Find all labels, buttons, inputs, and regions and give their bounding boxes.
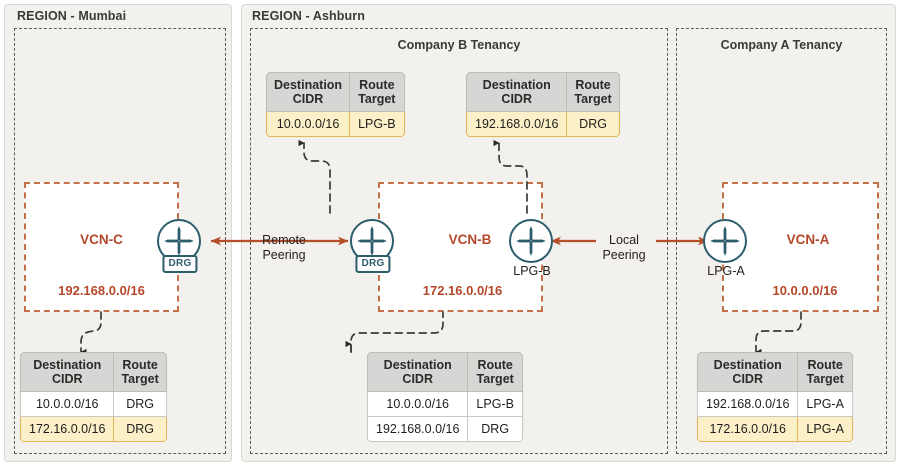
- vcn-a-box: [722, 182, 879, 312]
- drg-b-label: DRG: [355, 255, 391, 273]
- header-route-target: Route Target: [567, 72, 620, 112]
- cell-route-target: DRG: [468, 417, 523, 442]
- cell-destination-cidr: 10.0.0.0/16: [266, 112, 351, 137]
- gateway-lpg-b[interactable]: LPG-B: [509, 219, 555, 278]
- header-destination-cidr: Destination CIDR: [697, 352, 799, 392]
- gateway-drg-c[interactable]: DRG: [157, 219, 203, 273]
- cell-destination-cidr: 10.0.0.0/16: [367, 392, 469, 417]
- vcn-c-cidr: 192.168.0.0/16: [58, 283, 145, 298]
- route-table-b-top-right: Destination CIDR Route Target 192.168.0.…: [466, 72, 620, 137]
- table-header-row: Destination CIDR Route Target: [266, 72, 405, 112]
- vcn-a-name: VCN-A: [786, 232, 830, 247]
- cell-route-target: LPG-A: [798, 417, 853, 442]
- vcn-c-box: [24, 182, 179, 312]
- lpg-icon: [703, 219, 747, 263]
- header-destination-cidr: Destination CIDR: [466, 72, 568, 112]
- vcn-a-cidr: 10.0.0.0/16: [772, 283, 838, 298]
- cell-route-target: LPG-B: [468, 392, 523, 417]
- header-destination-cidr: Destination CIDR: [20, 352, 115, 392]
- table-header-row: Destination CIDR Route Target: [367, 352, 523, 392]
- gateway-lpg-a[interactable]: LPG-A: [703, 219, 749, 278]
- cell-route-target: DRG: [114, 392, 167, 417]
- table-header-row: Destination CIDR Route Target: [466, 72, 620, 112]
- header-destination-cidr: Destination CIDR: [266, 72, 351, 112]
- cell-destination-cidr: 192.168.0.0/16: [367, 417, 469, 442]
- cell-route-target: DRG: [114, 417, 167, 442]
- cell-route-target: LPG-A: [798, 392, 853, 417]
- header-destination-cidr: Destination CIDR: [367, 352, 469, 392]
- cell-destination-cidr: 192.168.0.0/16: [466, 112, 568, 137]
- company-a-tenancy-title: Company A Tenancy: [720, 38, 843, 52]
- lpg-icon: [509, 219, 553, 263]
- local-peering-line2: Peering: [602, 248, 646, 262]
- header-route-target: Route Target: [468, 352, 523, 392]
- remote-peering-line1: Remote: [262, 233, 306, 247]
- cell-destination-cidr: 172.16.0.0/16: [697, 417, 799, 442]
- table-header-row: Destination CIDR Route Target: [20, 352, 167, 392]
- route-table-vcn-c: Destination CIDR Route Target 10.0.0.0/1…: [20, 352, 167, 442]
- remote-peering-label: Remote Peering: [248, 233, 320, 263]
- vcn-b-name: VCN-B: [448, 232, 492, 247]
- company-b-tenancy-title: Company B Tenancy: [397, 38, 521, 52]
- header-route-target: Route Target: [114, 352, 167, 392]
- vcn-c-name: VCN-C: [80, 232, 123, 247]
- vcn-b-cidr: 172.16.0.0/16: [422, 283, 503, 298]
- cell-route-target: DRG: [567, 112, 620, 137]
- cell-route-target: LPG-B: [350, 112, 405, 137]
- lpg-a-label: LPG-A: [707, 264, 745, 278]
- lpg-b-label: LPG-B: [513, 264, 551, 278]
- cell-destination-cidr: 10.0.0.0/16: [20, 392, 115, 417]
- table-header-row: Destination CIDR Route Target: [697, 352, 853, 392]
- local-peering-line1: Local: [609, 233, 639, 247]
- gateway-drg-b[interactable]: DRG: [350, 219, 396, 273]
- region-ashburn-title: REGION - Ashburn: [252, 9, 365, 23]
- cell-destination-cidr: 192.168.0.0/16: [697, 392, 799, 417]
- header-route-target: Route Target: [798, 352, 853, 392]
- region-mumbai-title: REGION - Mumbai: [17, 9, 127, 23]
- route-table-vcn-b: Destination CIDR Route Target 10.0.0.0/1…: [367, 352, 523, 442]
- remote-peering-line2: Peering: [262, 248, 306, 262]
- route-table-vcn-a: Destination CIDR Route Target 192.168.0.…: [697, 352, 853, 442]
- cell-destination-cidr: 172.16.0.0/16: [20, 417, 115, 442]
- local-peering-label: Local Peering: [588, 233, 660, 263]
- drg-c-label: DRG: [162, 255, 198, 273]
- route-table-b-top-left: Destination CIDR Route Target 10.0.0.0/1…: [266, 72, 405, 137]
- header-route-target: Route Target: [350, 72, 405, 112]
